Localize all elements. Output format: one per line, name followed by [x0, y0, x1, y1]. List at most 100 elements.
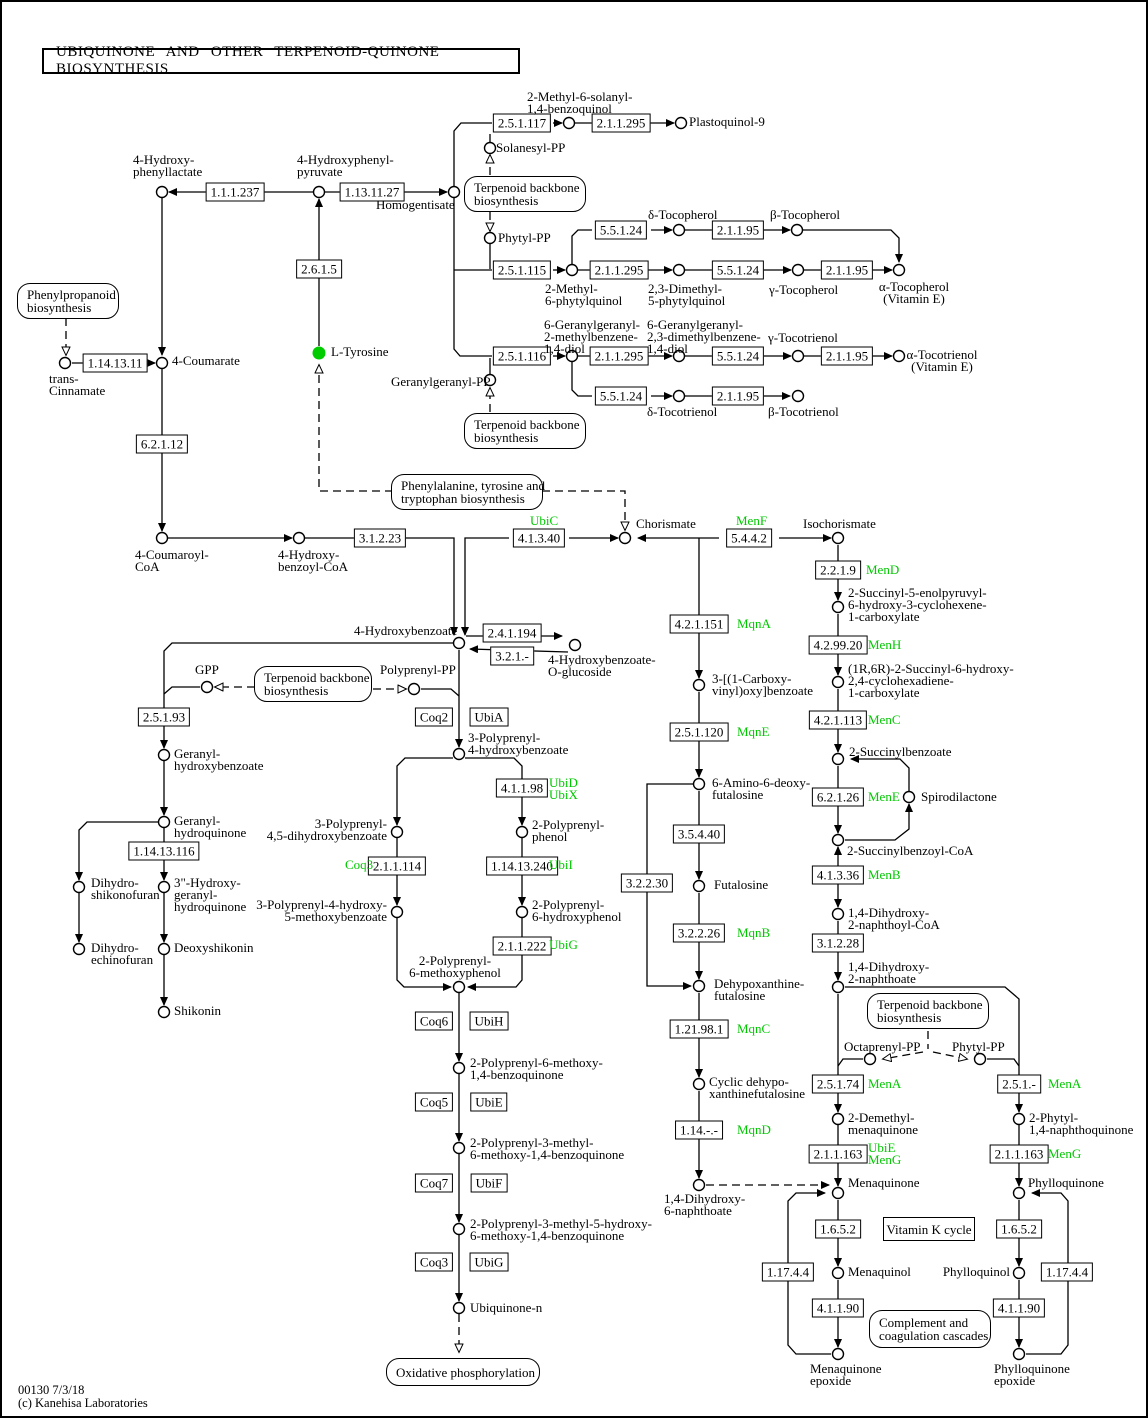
compound-2-polyprenyl-6-hydroxyphenol[interactable]	[515, 905, 529, 919]
compound-2-polyprenyl-3-methyl-6-methoxy-1-4-benzoquinone[interactable]	[452, 1141, 466, 1155]
ec-box-1-14-13-11[interactable]: 1.14.13.11	[82, 353, 148, 373]
ec-box-1-21-98-1[interactable]: 1.21.98.1	[669, 1019, 729, 1039]
compound-2-succinyl-5-enolpyruvyl-6-hydroxy-3-cyclohexene-1-carboxylate[interactable]	[831, 600, 845, 614]
pathway-link-terpenoid-backbone-biosynthesis[interactable]: Terpenoid backbone biosynthesis	[464, 413, 586, 449]
ec-box-3-2-2-30[interactable]: 3.2.2.30	[620, 873, 674, 893]
ec-box-coq2[interactable]: Coq2	[414, 707, 454, 727]
ec-box-1-14-13-240[interactable]: 1.14.13.240	[486, 856, 558, 876]
ec-box-ubif[interactable]: UbiF	[470, 1173, 508, 1193]
ec-box-5-5-1-24[interactable]: 5.5.1.24	[594, 220, 648, 240]
compound-alpha-tocopherol[interactable]	[892, 263, 906, 277]
compound-4-hydroxybenzoate[interactable]	[452, 636, 466, 650]
ec-box-3-2-1[interactable]: 3.2.1.-	[490, 646, 534, 666]
ec-box-2-1-1-95[interactable]: 2.1.1.95	[820, 260, 874, 280]
compound-2-polyprenyl-6-methoxy-1-4-benzoquinone[interactable]	[452, 1061, 466, 1075]
compound-4-coumaroyl-coa[interactable]	[155, 531, 169, 545]
pathway-link-vitamin-k-cycle[interactable]: Vitamin K cycle	[883, 1217, 975, 1241]
compound-3-polyprenyl-4-hydroxybenzoate[interactable]	[452, 747, 466, 761]
compound-2-polyprenyl-phenol[interactable]	[515, 825, 529, 839]
ec-box-5-5-1-24[interactable]: 5.5.1.24	[594, 386, 648, 406]
compound-geranyl-hydroquinone[interactable]	[157, 815, 171, 829]
ec-box-2-1-1-95[interactable]: 2.1.1.95	[711, 220, 765, 240]
pathway-link-terpenoid-backbone-biosynthesis[interactable]: Terpenoid backbone biosynthesis	[867, 993, 989, 1029]
ec-box-3-5-4-40[interactable]: 3.5.4.40	[672, 824, 726, 844]
compound-6-amino-6-deoxy-futalosine[interactable]	[692, 777, 706, 791]
compound-2-methyl-6-solanyl-1-4-benzoquinol[interactable]	[562, 116, 576, 130]
ec-box-6-2-1-12[interactable]: 6.2.1.12	[135, 434, 189, 454]
compound-trans-cinnamate[interactable]	[58, 356, 72, 370]
ec-box-ubig[interactable]: UbiG	[469, 1252, 509, 1272]
compound-4-hydroxyphenylpyruvate[interactable]	[312, 185, 326, 199]
ec-box-2-1-1-163[interactable]: 2.1.1.163	[989, 1144, 1049, 1164]
compound-l-tyrosine[interactable]	[312, 346, 326, 360]
compound-cyclic-dehypoxanthinefutalosine[interactable]	[692, 1077, 706, 1091]
compound-delta-tocotrienol[interactable]	[672, 389, 686, 403]
compound-gpp[interactable]	[200, 680, 214, 694]
ec-box-coq5[interactable]: Coq5	[414, 1092, 454, 1112]
compound-phylloquinone-epoxide[interactable]	[1012, 1347, 1026, 1361]
ec-box-coq6[interactable]: Coq6	[414, 1011, 454, 1031]
compound-3-polyprenyl-4-5-dihydroxybenzoate[interactable]	[390, 825, 404, 839]
compound-deoxyshikonin[interactable]	[157, 942, 171, 956]
compound-4-coumarate[interactable]	[155, 356, 169, 370]
compound-isochorismate[interactable]	[831, 531, 845, 545]
compound-futalosine[interactable]	[692, 879, 706, 893]
ec-box-2-5-1-117[interactable]: 2.5.1.117	[492, 113, 552, 133]
ec-box-4-2-1-113[interactable]: 4.2.1.113	[808, 710, 868, 730]
compound-1-4-dihydroxy-2-naphthoate[interactable]	[831, 980, 845, 994]
compound-menaquinone-epoxide[interactable]	[831, 1347, 845, 1361]
compound-2-succinylbenzoate[interactable]	[831, 752, 845, 766]
compound-6-geranylgeranyl-2-methylbenzene-1-4-diol[interactable]	[565, 349, 579, 363]
compound-phylloquinol[interactable]	[1012, 1266, 1026, 1280]
pathway-link-terpenoid-backbone-biosynthesis[interactable]: Terpenoid backbone biosynthesis	[254, 666, 372, 702]
ec-box-2-5-1-93[interactable]: 2.5.1.93	[137, 707, 191, 727]
ec-box-4-1-3-36[interactable]: 4.1.3.36	[811, 865, 865, 885]
compound-beta-tocotrienol[interactable]	[791, 389, 805, 403]
ec-box-ubia[interactable]: UbiA	[469, 707, 509, 727]
ec-box-4-2-99-20[interactable]: 4.2.99.20	[808, 635, 868, 655]
compound-gamma-tocopherol[interactable]	[791, 263, 805, 277]
compound-dihydro-shikonofuran[interactable]	[72, 880, 86, 894]
ec-box-2-5-1-74[interactable]: 2.5.1.74	[811, 1074, 865, 1094]
ec-box-2-1-1-95[interactable]: 2.1.1.95	[820, 346, 874, 366]
compound-6-geranylgeranyl-2-3-dimethylbenzene-1-4-diol[interactable]	[672, 349, 686, 363]
ec-box-2-5-1-115[interactable]: 2.5.1.115	[492, 260, 552, 280]
compound-geranyl-hydroxybenzoate[interactable]	[157, 748, 171, 762]
compound-phytyl-pp-2[interactable]	[973, 1052, 987, 1066]
compound-polyprenyl-pp[interactable]	[407, 682, 421, 696]
compound-3-1-carboxyvinyl-oxy-benzoate[interactable]	[692, 678, 706, 692]
ec-box-2-5-1-120[interactable]: 2.5.1.120	[669, 722, 729, 742]
ec-box-2-1-1-95[interactable]: 2.1.1.95	[711, 386, 765, 406]
ec-box-2-1-1-222[interactable]: 2.1.1.222	[492, 936, 552, 956]
ec-box-6-2-1-26[interactable]: 6.2.1.26	[811, 787, 865, 807]
compound-solanesyl-pp[interactable]	[483, 141, 497, 155]
compound-phytyl-pp[interactable]	[483, 231, 497, 245]
compound-4-hydroxybenzoyl-coa[interactable]	[292, 531, 306, 545]
ec-box-2-1-1-114[interactable]: 2.1.1.114	[367, 856, 427, 876]
ec-box-1-6-5-2[interactable]: 1.6.5.2	[996, 1219, 1042, 1239]
compound-1-4-dihydroxy-2-naphthoyl-coa[interactable]	[831, 907, 845, 921]
compound-menaquinone[interactable]	[831, 1186, 845, 1200]
ec-box-ubih[interactable]: UbiH	[469, 1011, 509, 1031]
ec-box-ubie[interactable]: UbiE	[470, 1092, 508, 1112]
compound-3-polyprenyl-4-hydroxy-5-methoxybenzoate[interactable]	[390, 905, 404, 919]
ec-box-4-1-3-40[interactable]: 4.1.3.40	[512, 528, 566, 548]
compound-gamma-tocotrienol[interactable]	[791, 349, 805, 363]
compound-octaprenyl-pp[interactable]	[863, 1052, 877, 1066]
ec-box-2-1-1-163[interactable]: 2.1.1.163	[808, 1144, 868, 1164]
compound-2-polyprenyl-3-methyl-5-hydroxy-6-methoxy-1-4-benzoquinone[interactable]	[452, 1222, 466, 1236]
compound-phylloquinone[interactable]	[1012, 1186, 1026, 1200]
ec-box-1-17-4-4[interactable]: 1.17.4.4	[1040, 1262, 1094, 1282]
compound-chorismate[interactable]	[618, 531, 632, 545]
compound-ubiquinone-n[interactable]	[452, 1301, 466, 1315]
ec-box-2-2-1-9[interactable]: 2.2.1.9	[815, 560, 861, 580]
compound-geranylgeranyl-pp[interactable]	[483, 373, 497, 387]
ec-box-3-2-2-26[interactable]: 3.2.2.26	[672, 923, 726, 943]
compound-4-hydroxybenzoate-o-glucoside[interactable]	[568, 638, 582, 652]
ec-box-5-4-4-2[interactable]: 5.4.4.2	[726, 528, 772, 548]
compound-2-3-dimethyl-5-phytylquinol[interactable]	[672, 263, 686, 277]
compound-2-polyprenyl-6-methoxyphenol[interactable]	[452, 980, 466, 994]
ec-box-1-17-4-4[interactable]: 1.17.4.4	[761, 1262, 815, 1282]
ec-box-5-5-1-24[interactable]: 5.5.1.24	[711, 260, 765, 280]
compound-delta-tocopherol[interactable]	[672, 223, 686, 237]
